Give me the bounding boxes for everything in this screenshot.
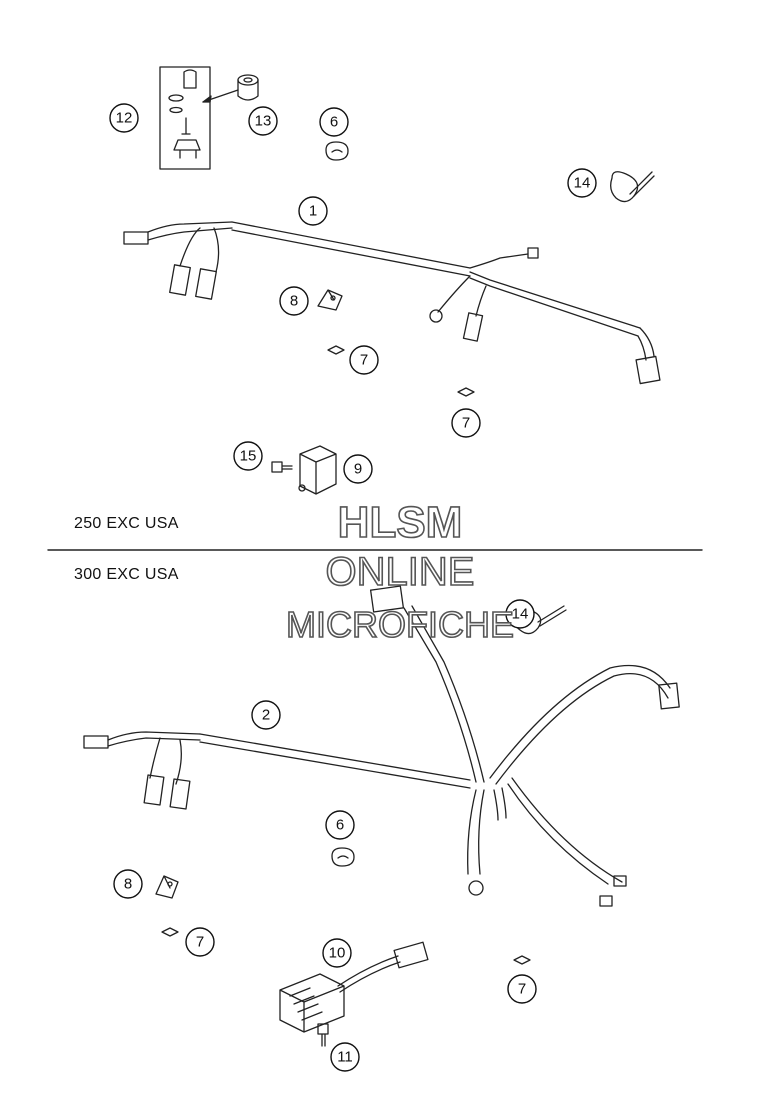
part-7-clip-bottom-b xyxy=(513,955,531,965)
part-12-assembly xyxy=(159,66,211,170)
watermark-line-1: HLSM xyxy=(337,497,463,548)
callout-14-bottom-label: 14 xyxy=(512,606,529,623)
model-label-250-exc-usa: 250 EXC USA xyxy=(74,515,179,532)
callout-15 xyxy=(233,441,263,471)
callout-13-label: 13 xyxy=(255,113,272,130)
callout-8-top-label: 8 xyxy=(290,293,298,310)
callout-7-bottom-b-label: 7 xyxy=(518,981,526,998)
part-7-clip-top-a xyxy=(327,345,345,355)
callout-7-top-b xyxy=(451,408,481,438)
callout-7-top-a-label: 7 xyxy=(360,352,368,369)
callout-6-top xyxy=(319,107,349,137)
part-6-clip-top xyxy=(325,141,349,161)
callout-6-top-label: 6 xyxy=(330,114,338,131)
callout-9 xyxy=(343,454,373,484)
callout-11-label: 11 xyxy=(337,1049,353,1066)
harness-2 xyxy=(83,585,680,907)
callout-2 xyxy=(251,700,281,730)
callout-10 xyxy=(322,938,352,968)
part-9-relay xyxy=(298,445,337,495)
callout-6-bottom xyxy=(325,810,355,840)
part-11-bolt xyxy=(317,1023,329,1047)
callout-6-bottom-label: 6 xyxy=(336,817,344,834)
callout-7-top-b-label: 7 xyxy=(462,415,470,432)
part-8-bracket-top xyxy=(317,289,343,311)
part-7-clip-bottom-a xyxy=(161,927,179,937)
callout-7-bottom-a xyxy=(185,927,215,957)
part-7-clip-top-b xyxy=(457,387,475,397)
callout-14-bottom xyxy=(505,599,535,629)
callout-9-label: 9 xyxy=(354,461,362,478)
part-10-regulator xyxy=(279,941,429,1033)
callout-10-label: 10 xyxy=(329,945,346,962)
harness-1 xyxy=(123,221,661,385)
callout-8-bottom xyxy=(113,869,143,899)
callout-12 xyxy=(109,103,139,133)
callout-13 xyxy=(248,106,278,136)
callout-2-label: 2 xyxy=(262,707,270,724)
callout-1 xyxy=(298,196,328,226)
model-label-300-exc-usa: 300 EXC USA xyxy=(74,566,179,583)
callout-7-bottom-b xyxy=(507,974,537,1004)
part-15-bolt xyxy=(271,461,293,473)
callout-11 xyxy=(330,1042,360,1072)
callout-14-top xyxy=(567,168,597,198)
callout-1-label: 1 xyxy=(309,203,317,220)
callout-14-top-label: 14 xyxy=(574,175,591,192)
callout-7-bottom-a-label: 7 xyxy=(196,934,204,951)
part-14-cable-tie-top xyxy=(610,171,655,203)
callout-12-label: 12 xyxy=(116,110,133,127)
part-13-grommet xyxy=(202,74,259,103)
watermark-line-2: ONLINE xyxy=(325,549,476,595)
part-8-bracket-bottom xyxy=(155,875,179,899)
callout-7-top-a xyxy=(349,345,379,375)
callout-8-top xyxy=(279,286,309,316)
callout-15-label: 15 xyxy=(240,448,257,465)
callout-8-bottom-label: 8 xyxy=(124,876,132,893)
part-6-clip-bottom xyxy=(331,847,355,867)
watermark-line-3: MICROFICHE xyxy=(285,603,515,646)
